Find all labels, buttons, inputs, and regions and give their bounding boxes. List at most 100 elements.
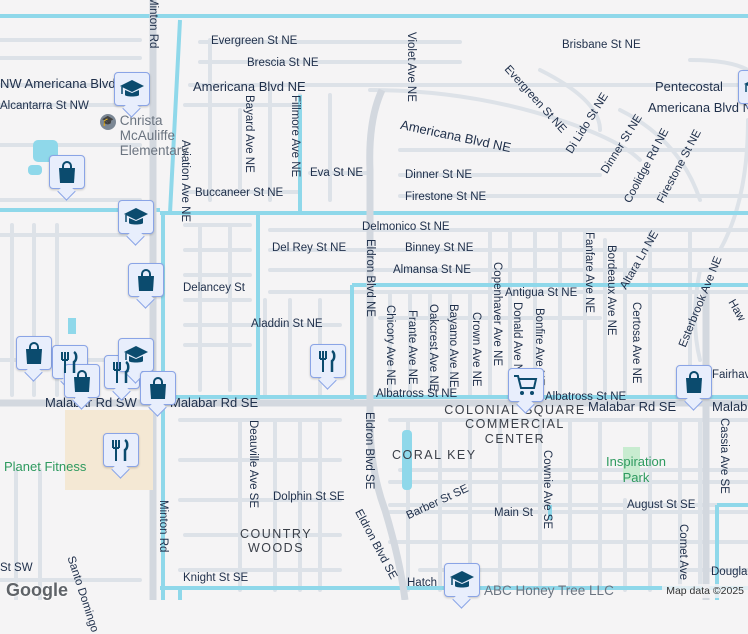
map-marker[interactable] xyxy=(310,344,346,378)
street-label: Eldron Blvd SE xyxy=(363,412,375,490)
street-label: Crown Ave NE xyxy=(470,312,482,387)
street-label: Bayamo Ave NE xyxy=(447,304,459,388)
street-label: Certosa Ave NE xyxy=(630,302,642,384)
map-marker[interactable] xyxy=(118,200,154,234)
street-label: Brescia St NE xyxy=(247,57,319,69)
street-label: Delancey St xyxy=(183,282,246,294)
street-label: Main St xyxy=(494,507,533,519)
street-label: Cownie Ave SE xyxy=(541,450,553,530)
street-label: Knight St SE xyxy=(183,572,249,584)
map-marker[interactable] xyxy=(140,371,176,405)
map-marker[interactable] xyxy=(49,155,85,189)
area-label: COLONIAL SQUARE COMMERCIAL CENTER xyxy=(444,403,586,446)
street-label: Minton Rd xyxy=(157,500,169,553)
pond xyxy=(68,318,76,334)
map-marker[interactable] xyxy=(16,336,52,370)
park-area xyxy=(623,447,640,480)
street-label: Oakcrest Ave NE xyxy=(427,304,439,392)
street-label: Chicory Ave NE xyxy=(384,305,396,386)
street-label: Americana Blvd NE xyxy=(193,79,306,94)
street-label: Brisbane St NE xyxy=(562,39,641,51)
street-label: Alcantarra St NW xyxy=(0,100,89,112)
street-label: Binney St NE xyxy=(405,242,474,254)
street-label: Almansa St NE xyxy=(393,264,471,276)
map-marker[interactable] xyxy=(508,368,544,402)
map-marker[interactable] xyxy=(444,563,480,597)
street-label: Copenhaver Ave NE xyxy=(491,262,503,366)
school-pin-icon: 🎓 xyxy=(100,114,116,130)
street-label: Dolphin St SE xyxy=(273,491,345,503)
street-label: Minton Rd xyxy=(147,0,159,49)
map-marker[interactable] xyxy=(104,355,140,389)
map-marker[interactable] xyxy=(128,263,164,297)
map-marker[interactable] xyxy=(738,70,748,104)
map-attribution[interactable]: Map data ©2025 xyxy=(662,584,748,598)
school-icon xyxy=(124,346,148,363)
park-label[interactable]: Inspiration Park xyxy=(606,454,666,485)
shopping-bag-icon xyxy=(138,269,154,291)
area-label: CORAL KEY xyxy=(392,448,477,462)
restaurant-icon xyxy=(319,349,336,372)
street-label: Malabar Rd SW xyxy=(45,395,137,410)
street-label: Buccaneer St NE xyxy=(195,187,284,199)
street-label: Bayard Ave NE xyxy=(243,95,255,173)
street-label: Evergreen St NE xyxy=(211,35,298,47)
street-label: Aladdin St NE xyxy=(251,318,323,330)
map-canvas[interactable] xyxy=(0,0,748,600)
street-label: Dinner St NE xyxy=(405,169,473,181)
map-marker[interactable] xyxy=(676,365,712,399)
street-label: Douglas xyxy=(711,566,748,578)
street-label: Antigua St NE xyxy=(505,287,578,299)
shopping-bag-icon xyxy=(150,377,166,399)
street-label: Bordeaux Ave NE xyxy=(605,245,617,336)
shopping-bag-icon xyxy=(26,342,42,364)
street-label: Eldron Blvd NE xyxy=(364,239,376,317)
street-label: Eva St NE xyxy=(310,167,364,179)
street-label: Hatch xyxy=(407,577,438,589)
street-label: NW Americana Blvd xyxy=(0,76,116,91)
street-label: Del Rey St NE xyxy=(272,242,347,254)
map-marker[interactable] xyxy=(103,433,139,467)
restaurant-icon xyxy=(112,438,129,461)
gym-label[interactable]: Planet Fitness xyxy=(4,459,87,474)
restaurant-icon xyxy=(113,360,130,383)
business-label[interactable]: ABC Honey Tree LLC xyxy=(484,583,614,598)
google-logo: Google xyxy=(6,580,68,600)
school-icon xyxy=(744,82,748,92)
street-label: Fairhav xyxy=(712,369,748,381)
shopping-cart-icon xyxy=(514,375,538,395)
area-label: COUNTRY WOODS xyxy=(239,527,313,556)
minor-roads xyxy=(0,38,748,600)
pond xyxy=(402,430,412,490)
street-label: Malabar Rd SE xyxy=(588,399,677,414)
street-label: Albatross St NE xyxy=(376,388,458,400)
street-label: St SW xyxy=(0,562,33,574)
restaurant-icon xyxy=(61,350,78,373)
school-icon xyxy=(450,571,474,588)
pond xyxy=(28,165,42,175)
street-label: August St SE xyxy=(627,499,696,511)
street-label: Fillmore Ave NE xyxy=(289,95,301,178)
street-label: Fanfare Ave NE xyxy=(583,232,595,313)
map-marker[interactable] xyxy=(114,72,150,106)
shopping-bag-icon xyxy=(59,161,75,183)
shopping-bag-icon xyxy=(686,371,702,393)
street-label: Malabar xyxy=(712,399,748,414)
street-label: Delmonico St NE xyxy=(362,221,450,233)
street-label: Deauville Ave SE xyxy=(247,420,259,509)
school-icon xyxy=(124,208,148,225)
map-marker[interactable] xyxy=(64,364,100,398)
street-label: Violet Ave NE xyxy=(405,32,417,102)
street-label: Frante Ave NE xyxy=(406,310,418,385)
street-label: Americana Blvd NE xyxy=(648,100,748,115)
shopping-bag-icon xyxy=(74,370,90,392)
street-label: Comet Ave xyxy=(677,524,689,581)
school-icon xyxy=(120,80,144,97)
map-marker[interactable] xyxy=(118,338,154,372)
street-label: Pentecostal xyxy=(655,79,723,94)
street-label: Malabar Rd SE xyxy=(170,395,259,410)
street-label: Firestone St NE xyxy=(405,191,487,203)
place-label: Christa McAuliffe Elementary xyxy=(119,113,189,158)
place-school[interactable]: 🎓 Christa McAuliffe Elementary xyxy=(100,113,210,159)
street-label: Cassia Ave SE xyxy=(718,418,730,494)
